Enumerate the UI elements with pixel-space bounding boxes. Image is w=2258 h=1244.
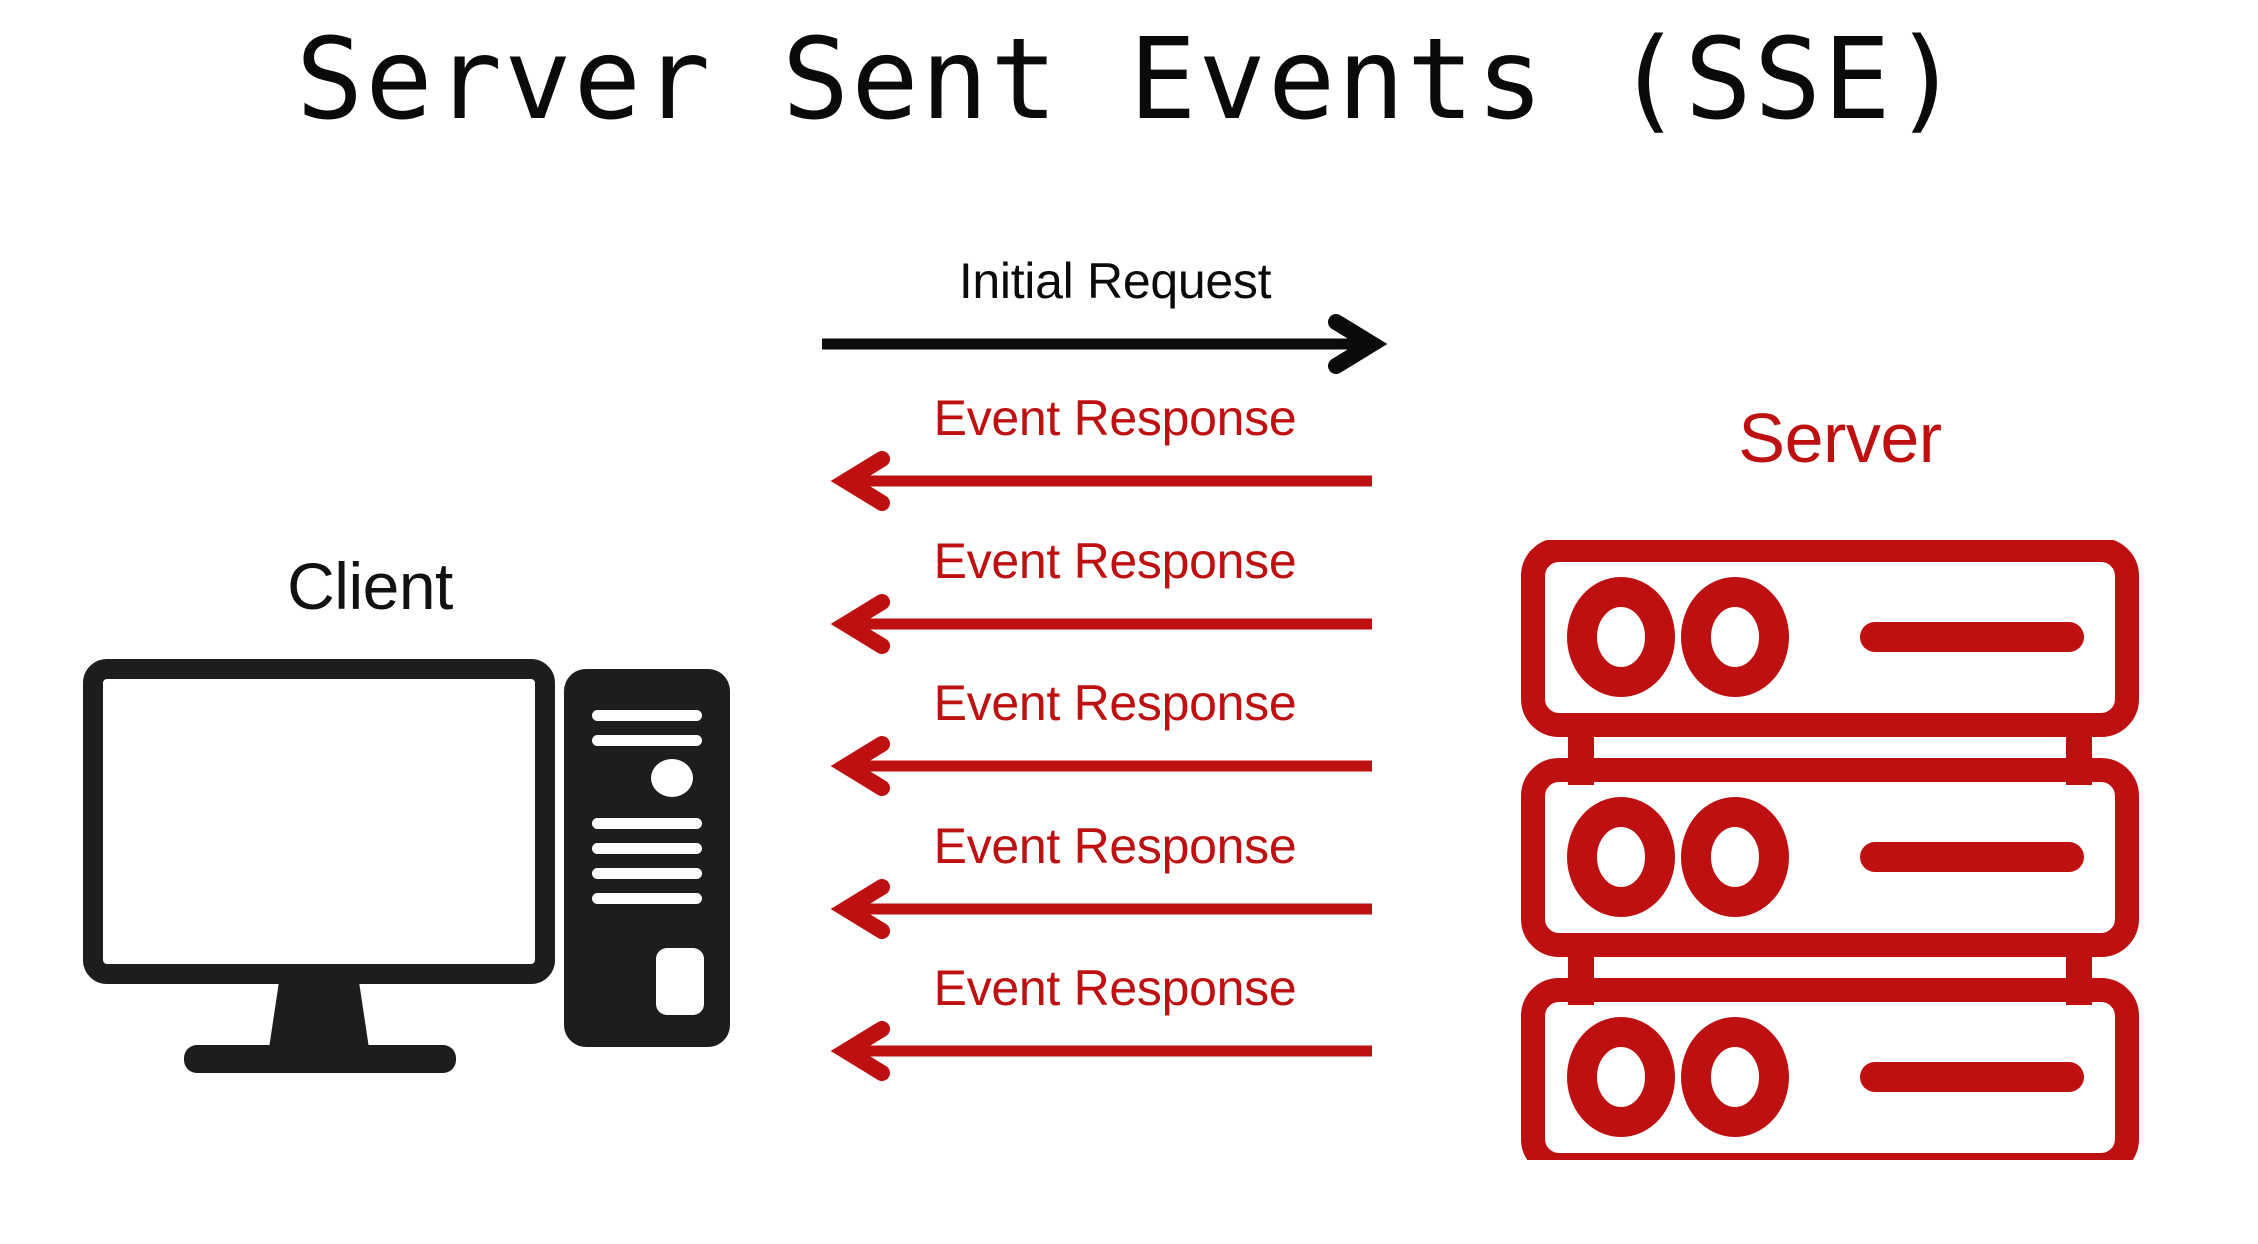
server-rack-unit-2 [1521, 758, 2139, 957]
arrow-left-icon [820, 1021, 1400, 1086]
desktop-tower-icon [564, 669, 730, 1047]
message-row-initial-request: Initial Request [700, 252, 1530, 374]
client-computer-icon [80, 655, 780, 1080]
message-label: Event Response [933, 533, 1297, 589]
message-row-event-response-3: Event Response [700, 674, 1530, 796]
message-label: Event Response [933, 818, 1297, 874]
client-label: Client [287, 549, 453, 623]
monitor-icon [83, 659, 555, 1073]
message-label: Event Response [933, 960, 1297, 1016]
message-row-event-response-5: Event Response [700, 959, 1530, 1081]
server-label: Server [1738, 399, 1942, 477]
message-row-event-response-1: Event Response [700, 389, 1530, 511]
arrow-left-icon [820, 451, 1400, 516]
arrow-right-icon [820, 314, 1400, 379]
server-rack-icon [1520, 538, 2160, 1177]
message-label: Initial Request [958, 253, 1272, 309]
message-label: Event Response [933, 390, 1297, 446]
server-rack-unit-3 [1521, 978, 2139, 1177]
arrow-left-icon [820, 736, 1400, 801]
arrow-left-icon [820, 594, 1400, 659]
message-row-event-response-4: Event Response [700, 817, 1530, 939]
page-title: Server Sent Events (SSE) [295, 15, 1963, 145]
message-label: Event Response [933, 675, 1297, 731]
arrow-left-icon [820, 879, 1400, 944]
message-row-event-response-2: Event Response [700, 532, 1530, 654]
server-rack-unit-1 [1521, 538, 2139, 737]
